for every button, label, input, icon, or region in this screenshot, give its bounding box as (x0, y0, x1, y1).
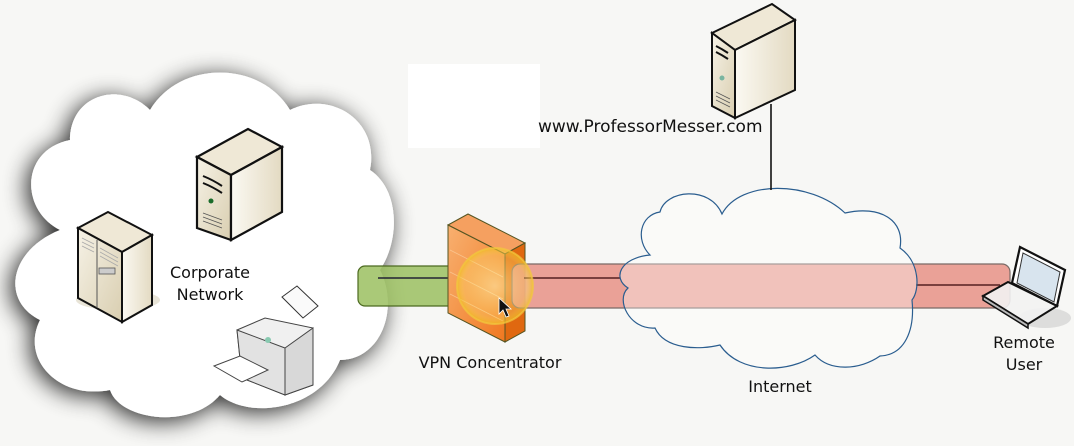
internet-cloud (619, 187, 918, 369)
corporate-network-cloud (15, 72, 394, 418)
blank-overlay-box (408, 64, 540, 148)
laptop-icon (981, 245, 1071, 330)
corporate-label-line2: Network (176, 285, 244, 304)
web-server-icon (710, 2, 797, 190)
vpn-concentrator-label: VPN Concentrator (418, 353, 562, 372)
remote-label-line1: Remote (993, 333, 1055, 352)
printer-icon (212, 285, 319, 396)
mainframe-server-icon (75, 210, 160, 324)
highlight-glow (456, 247, 534, 325)
corporate-label-line1: Corporate (170, 263, 250, 282)
internet-label: Internet (748, 377, 812, 396)
inside-tunnel (357, 265, 459, 307)
remote-label-line2: User (1005, 355, 1043, 374)
mouse-cursor-icon (498, 297, 513, 318)
corporate-network-label: Corporate Network (158, 262, 262, 306)
remote-user-label: Remote User (984, 332, 1064, 376)
website-label: www.ProfessorMesser.com (538, 117, 763, 137)
server-icon (194, 127, 285, 242)
